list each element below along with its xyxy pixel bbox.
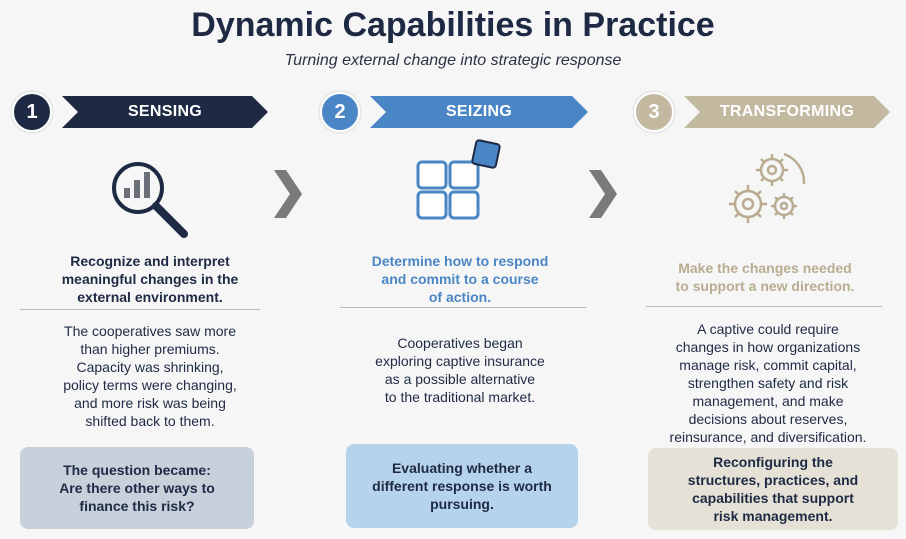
step-header: 3 TRANSFORMING (634, 92, 894, 132)
step-banner: TRANSFORMING (684, 96, 890, 128)
step-header: 1 SENSING (12, 92, 272, 132)
body-line: decisions about reserves, (688, 411, 848, 427)
box-line: The question became: (63, 462, 211, 478)
box-line: risk management. (713, 508, 833, 524)
body-line: exploring captive insurance (375, 353, 545, 369)
body-line: Cooperatives began (397, 335, 523, 351)
body-line: A captive could require (697, 321, 839, 337)
step-header: 2 SEIZING (320, 92, 580, 132)
box-line: pursuing. (430, 496, 494, 512)
body-line: management, and make (692, 393, 844, 409)
step-transforming: 3 TRANSFORMING Make the changes needed t… (620, 0, 906, 539)
body-line: to the traditional market. (384, 389, 536, 405)
lead-line: meaningful changes in the (61, 271, 239, 287)
body-line: than higher premiums. (80, 341, 220, 357)
chevron-right-icon (274, 170, 302, 218)
box-line: finance this risk? (79, 498, 195, 514)
body-line: The cooperatives saw more (64, 323, 236, 339)
body-line: policy terms were changing, (63, 377, 237, 393)
lead-line: to support a new direction. (675, 278, 855, 294)
step-summary-box: The question became: Are there other way… (20, 447, 254, 529)
body-line: Capacity was shrinking, (76, 359, 224, 375)
box-line: structures, practices, and (687, 472, 859, 488)
box-line: capabilities that support (692, 490, 854, 506)
step-number: 2 (320, 92, 360, 132)
step-lead: Recognize and interpret meaningful chang… (40, 252, 260, 306)
lead-line: and commit to a course (381, 271, 539, 287)
divider (340, 307, 586, 308)
step-seizing: 2 SEIZING Determine how to respond and c… (310, 0, 600, 539)
page-title: Dynamic Capabilities in Practice (191, 6, 715, 44)
magnifier-chart-icon (112, 162, 188, 238)
step-summary-box: Reconfiguring the structures, practices,… (648, 448, 898, 530)
body-line: reinsurance, and diversification. (669, 429, 867, 445)
body-line: strengthen safety and risk (687, 375, 849, 391)
step-body: The cooperatives saw more than higher pr… (30, 322, 270, 430)
lead-line: Recognize and interpret (70, 253, 230, 269)
body-line: manage risk, commit capital, (679, 357, 857, 373)
box-line: different response is worth (372, 478, 552, 494)
divider (20, 309, 260, 310)
step-body: A captive could require changes in how o… (646, 320, 890, 446)
gears-icon (729, 152, 806, 223)
page-subtitle: Turning external change into strategic r… (284, 52, 622, 69)
step-banner: SENSING (62, 96, 268, 128)
step-body: Cooperatives began exploring captive ins… (345, 334, 575, 406)
body-line: as a possible alternative (384, 371, 536, 387)
step-banner: SEIZING (370, 96, 588, 128)
box-line: Reconfiguring the (713, 454, 833, 470)
box-line: Are there other ways to (59, 480, 215, 496)
step-number: 3 (634, 92, 674, 132)
puzzle-blocks-icon (416, 139, 501, 220)
step-summary-box: Evaluating whether a different response … (346, 444, 578, 528)
box-line: Evaluating whether a (391, 460, 533, 476)
step-lead: Make the changes needed to support a new… (650, 259, 880, 295)
lead-line: Make the changes needed (678, 260, 852, 276)
body-line: changes in how organizations (675, 339, 861, 355)
divider (646, 306, 882, 307)
body-line: and more risk was being (74, 395, 226, 411)
lead-line: of action. (428, 289, 492, 305)
body-line: shifted back to them. (85, 413, 215, 429)
chevron-right-icon (589, 170, 617, 218)
lead-line: Determine how to respond (371, 253, 549, 269)
step-lead: Determine how to respond and commit to a… (355, 252, 565, 306)
lead-line: external environment. (77, 289, 223, 305)
step-number: 1 (12, 92, 52, 132)
step-sensing: 1 SENSING Recognize and interpret meanin… (0, 0, 300, 539)
